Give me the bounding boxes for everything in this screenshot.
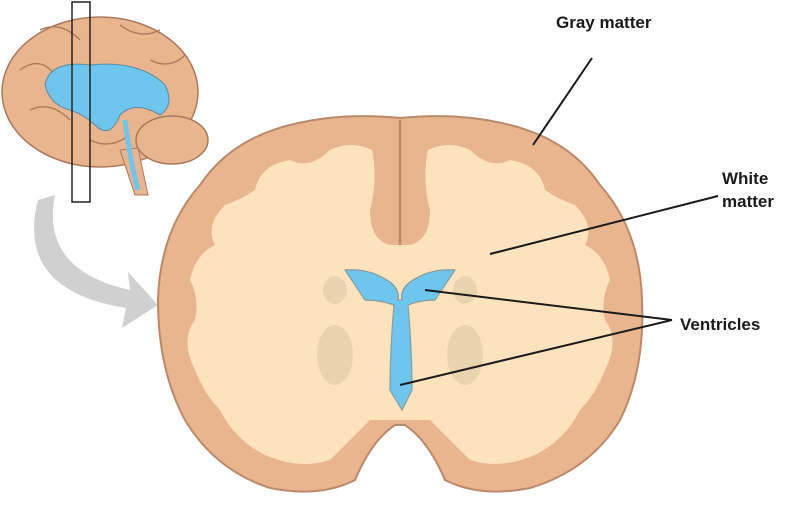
label-ventricles: Ventricles bbox=[680, 315, 760, 334]
coronal-section bbox=[156, 115, 644, 493]
label-white-matter-line1: White bbox=[722, 169, 768, 188]
ventricles-leader-lower bbox=[399, 319, 673, 386]
white-matter-leader bbox=[489, 195, 719, 255]
lateral-brain-thumbnail bbox=[1, 1, 209, 203]
ventricles-leader-upper bbox=[424, 289, 673, 321]
leader-lines bbox=[399, 57, 719, 386]
gray-matter-leader bbox=[532, 57, 593, 146]
ventricle-system-thumbnail bbox=[44, 63, 170, 132]
coronal-plane-indicator bbox=[71, 1, 91, 203]
label-white-matter-line2: matter bbox=[722, 192, 774, 211]
ventricles-shape bbox=[343, 269, 457, 412]
cerebellum bbox=[135, 115, 209, 165]
basal-nuclei-shading bbox=[317, 276, 483, 385]
label-gray-matter: Gray matter bbox=[556, 13, 652, 32]
curved-arrow bbox=[34, 195, 158, 328]
